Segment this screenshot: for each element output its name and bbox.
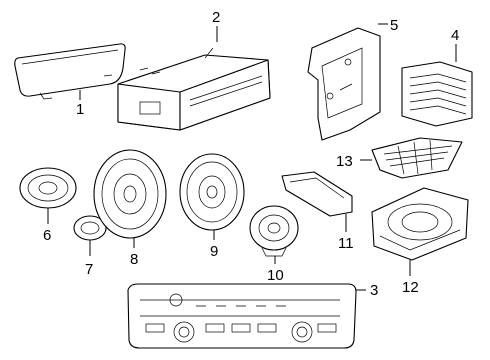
leader-lines (47, 23, 457, 291)
callout-9: 9 (210, 243, 218, 260)
callout-labels: 1 2 3 4 5 6 7 8 9 10 11 12 13 (43, 9, 459, 299)
trim-panel-part (281, 171, 353, 217)
callout-12: 12 (402, 279, 419, 296)
callout-7: 7 (85, 261, 93, 278)
subwoofer-part (371, 187, 469, 261)
callout-5: 5 (390, 17, 398, 34)
amplifier-part (401, 61, 473, 127)
control-panel-part (127, 283, 357, 349)
callout-4: 4 (451, 27, 459, 44)
speaker-grille-part (371, 137, 463, 179)
callout-1: 1 (76, 101, 84, 118)
small-tweeter-part (73, 215, 107, 241)
callout-11: 11 (338, 235, 354, 252)
midrange-speaker-part (249, 205, 299, 257)
callout-3: 3 (370, 282, 378, 299)
callout-10: 10 (267, 267, 284, 284)
bracket-part (307, 27, 381, 141)
callout-6: 6 (43, 227, 51, 244)
callout-2: 2 (212, 9, 220, 26)
head-unit-part (117, 47, 271, 131)
callout-8: 8 (130, 251, 138, 268)
tweeter-speaker-part (19, 167, 77, 209)
woofer-left-part (93, 149, 167, 239)
callout-13: 13 (336, 153, 353, 170)
display-screen-part (14, 43, 126, 100)
woofer-right-part (179, 153, 245, 231)
